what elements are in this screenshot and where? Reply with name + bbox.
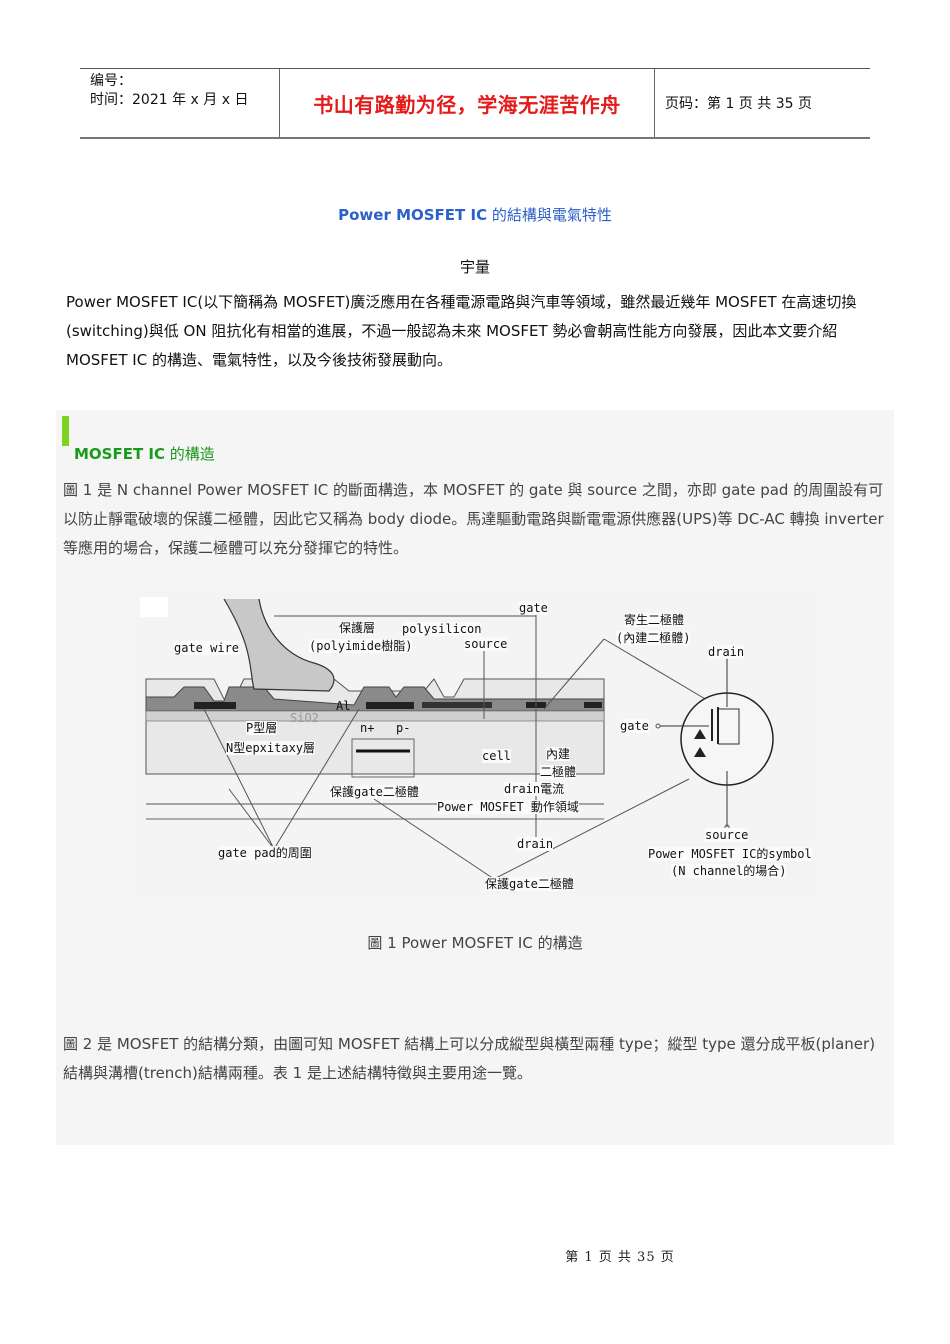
header-meta: 编号： 时间：2021 年 x 月 x 日: [80, 69, 280, 137]
article-author: 宇量: [459, 258, 490, 276]
label-builtin-diode: (內建二極體): [616, 631, 691, 645]
label-drain-symbol: drain: [708, 645, 745, 659]
label-source: source: [464, 637, 508, 651]
number-label: 编号：: [90, 73, 132, 89]
header-page-info: 页码：第 1 页 共 35 页: [665, 96, 812, 112]
label-builtin-short-2: 二極體: [540, 765, 577, 779]
label-protect-gate-diode-bottom: 保護gate二極體: [485, 877, 574, 891]
label-p-layer: P型層: [246, 721, 278, 735]
label-gate-wire: gate wire: [174, 641, 240, 655]
label-gate-symbol: gate: [620, 719, 649, 733]
label-gate-pad-periphery: gate pad的周圍: [218, 846, 312, 860]
label-drain-current: drain電流: [504, 782, 565, 796]
section-title-rest: 的構造: [165, 445, 215, 463]
intro-paragraph: Power MOSFET IC(以下簡稱為 MOSFET)廣泛應用在各種電源電路…: [66, 293, 857, 369]
figure-caption: 圖 1 Power MOSFET IC 的構造: [367, 934, 583, 952]
page-footer: 第 1 页 共 35 页: [565, 1250, 675, 1265]
label-symbol-title: Power MOSFET IC的symbol: [648, 847, 812, 861]
label-al: Al: [336, 699, 351, 713]
section-title-bold: MOSFET IC: [74, 445, 166, 463]
label-active-region: Power MOSFET 動作領域: [437, 800, 579, 814]
section-title: MOSFET IC 的構造: [74, 443, 215, 464]
label-p-minus: p-: [396, 721, 411, 735]
header-motto: 书山有路勤为径，学海无涯苦作舟: [280, 69, 655, 137]
date-label: 时间：2021 年 x 月 x 日: [90, 92, 249, 108]
label-parasitic-diode: 寄生二極體: [624, 613, 685, 627]
article-title-rest: 的結構與電氣特性: [487, 206, 612, 224]
label-cell: cell: [482, 749, 511, 763]
mosfet-structure-figure: gate wire 保護層 (polyimide樹脂) polysilicon …: [134, 589, 816, 895]
label-symbol-subtitle: (N channel的場合): [671, 864, 787, 878]
label-sio2: SiO2: [290, 711, 319, 725]
document-header: 编号： 时间：2021 年 x 月 x 日 书山有路勤为径，学海无涯苦作舟 页码…: [80, 68, 870, 139]
label-protect-layer: 保護層: [339, 621, 376, 635]
section-paragraph-2: 圖 2 是 MOSFET 的結構分類，由圖可知 MOSFET 結構上可以分成縱型…: [63, 1035, 876, 1082]
section-accent-bar: [62, 416, 69, 446]
label-source-symbol: source: [705, 828, 749, 842]
label-polysilicon: polysilicon: [402, 622, 482, 636]
section-paragraph-1: 圖 1 是 N channel Power MOSFET IC 的斷面構造，本 …: [63, 481, 884, 557]
label-polyimide: (polyimide樹脂): [309, 639, 413, 653]
label-n-plus: n+: [360, 721, 375, 735]
article-title: Power MOSFET IC 的結構與電氣特性: [0, 204, 950, 225]
label-n-epitaxy: N型epxitaxy層: [226, 741, 316, 755]
label-drain-bottom: drain: [517, 837, 554, 851]
label-builtin-short-1: 內建: [546, 747, 571, 761]
article-title-bold: Power MOSFET IC: [338, 206, 488, 224]
label-gate-top: gate: [519, 601, 548, 615]
label-protect-gate-diode: 保護gate二極體: [330, 785, 419, 799]
